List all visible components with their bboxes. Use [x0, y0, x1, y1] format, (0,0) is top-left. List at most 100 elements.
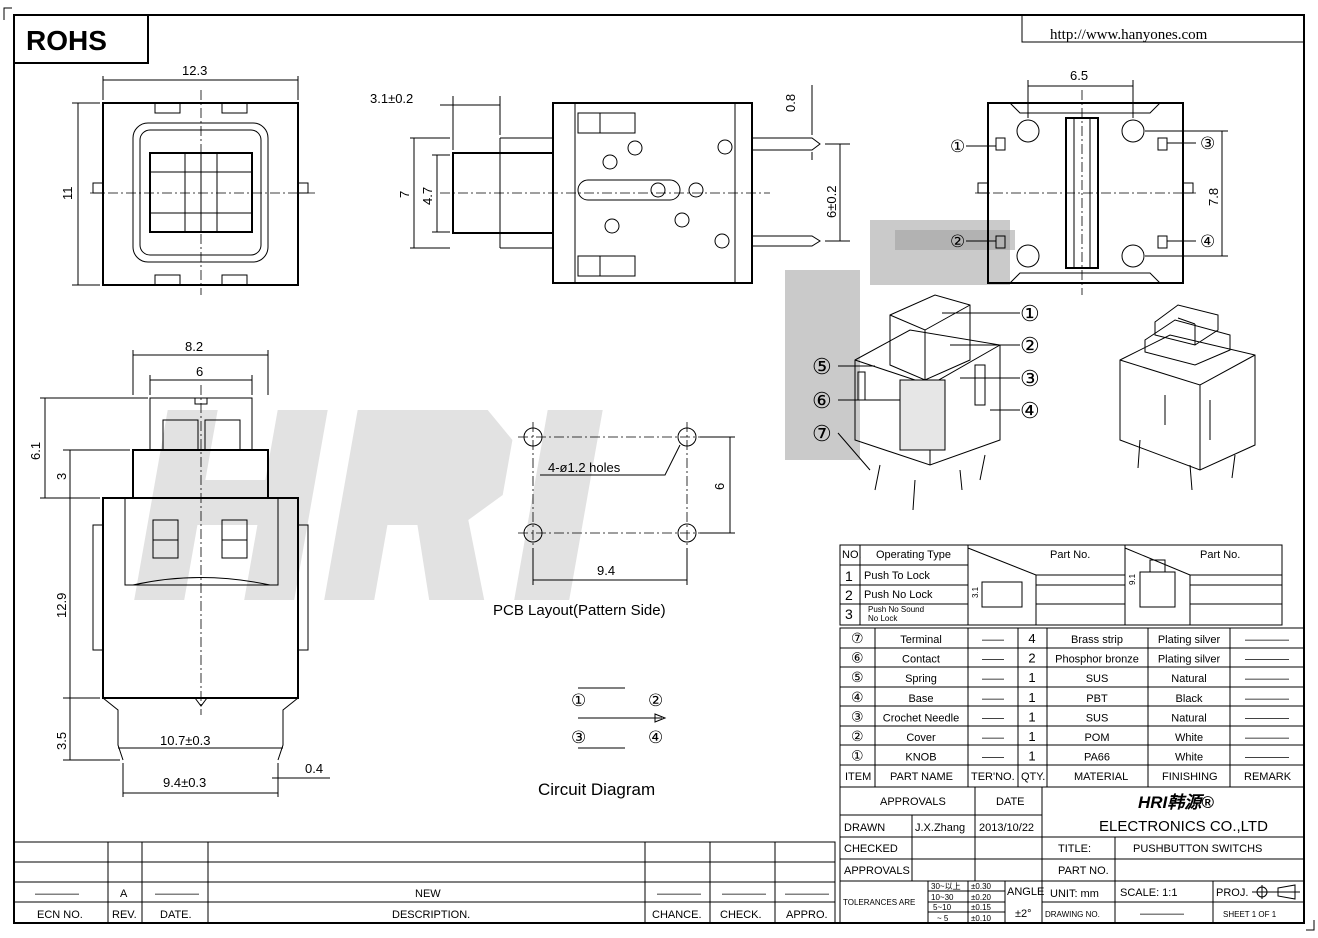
dim-6-1: 6.1	[28, 442, 43, 460]
bom-cell-material: POM	[1084, 732, 1109, 744]
bom-cell-name: Terminal	[900, 634, 942, 646]
rohs-label: ROHS	[26, 25, 107, 56]
date-header: DATE	[996, 796, 1025, 808]
bom-cell-remark: ————	[1245, 752, 1289, 764]
bom-cell-item: ④	[851, 689, 864, 705]
dim-8-2: 8.2	[185, 339, 203, 354]
bom-header: REMARK	[1244, 771, 1292, 783]
watermark-logo	[134, 220, 1015, 600]
side-view: 3.1±0.2 7 4.7 0.8 6±0.2	[370, 85, 850, 284]
rev-appro: ————	[785, 888, 829, 900]
dim-3: 3	[54, 473, 69, 480]
pcb-layout: 4-ø1.2 holes 6 9.4 PCB Layout(Pattern Si…	[493, 422, 735, 619]
circuit-pin-2: ②	[648, 691, 663, 710]
company-name: ELECTRONICS CO.,LTD	[1099, 818, 1268, 835]
angle-label: ANGLE	[1007, 886, 1044, 898]
callout-6: ⑥	[812, 388, 832, 413]
bom-cell-ter: ——	[982, 693, 1004, 705]
bom-cell-material: SUS	[1086, 712, 1109, 724]
dim-7: 7	[397, 191, 412, 198]
approvals-header: APPROVALS	[880, 796, 946, 808]
bom-cell-item: ②	[851, 728, 864, 744]
bom-cell-qty: 1	[1028, 690, 1035, 705]
dim-10-7: 10.7±0.3	[160, 733, 211, 748]
dim-pitch: 6±0.2	[824, 186, 839, 218]
dim-knob-protrusion: 3.1±0.2	[370, 91, 413, 106]
rev-header: DATE.	[160, 909, 192, 921]
bom-cell-item: ⑤	[851, 669, 864, 685]
callout-4: ④	[1020, 398, 1040, 423]
bom-header-row: ITEM PART NAME TER'NO. QTY. MATERIAL FIN…	[845, 771, 1292, 783]
rev-header: REV.	[112, 909, 137, 921]
op-header-part2: Part No.	[1200, 549, 1240, 561]
dim-width: 12.3	[182, 63, 207, 78]
callout-3: ③	[1020, 366, 1040, 391]
website-url[interactable]: http://www.hanyones.com	[1050, 27, 1208, 43]
bom-cell-name: Crochet Needle	[883, 712, 959, 724]
rev-header: ECN NO.	[37, 909, 83, 921]
op-row-type: Push No Sound	[868, 605, 924, 614]
drawn-by: J.X.Zhang	[915, 822, 965, 834]
tol-range: 30~以上	[931, 882, 961, 891]
bom-cell-material: Brass strip	[1071, 634, 1123, 646]
op-row-no: 1	[845, 568, 853, 584]
op-dim-9-1: 9.1	[1128, 573, 1137, 585]
dim-pin-width: 6.5	[1070, 68, 1088, 83]
rev-header: CHANCE.	[652, 909, 702, 921]
bom-cell-finishing: Natural	[1171, 712, 1206, 724]
bom-cell-remark: ————	[1245, 673, 1289, 685]
bom-cell-material: PBT	[1086, 693, 1108, 705]
tol-range: 10~30	[931, 893, 954, 902]
op-header-part1: Part No.	[1050, 549, 1090, 561]
callout-2: ②	[1020, 333, 1040, 358]
angle-value: ±2°	[1015, 908, 1032, 920]
pcb-dim-6: 6	[712, 483, 727, 490]
rev-letter: A	[120, 888, 128, 900]
bom-cell-item: ③	[851, 708, 864, 724]
bom-cell-remark: ————	[1245, 693, 1289, 705]
rev-header: CHECK.	[720, 909, 762, 921]
rev-date: ————	[155, 888, 199, 900]
tol-range: ~ 5	[937, 914, 949, 923]
circuit-pin-3: ③	[571, 728, 586, 747]
callout-1: ①	[1020, 301, 1040, 326]
approvals-label: APPROVALS	[844, 865, 910, 877]
dim-9-4: 9.4±0.3	[163, 775, 206, 790]
company-logo: HRI韩源®	[1138, 793, 1214, 812]
bom-cell-material: SUS	[1086, 673, 1109, 685]
bom-cell-remark: ————	[1245, 712, 1289, 724]
rev-header: APPRO.	[786, 909, 828, 921]
bom-cell-finishing: Natural	[1171, 673, 1206, 685]
tol-value: ±0.30	[971, 882, 992, 891]
title-label: TITLE:	[1058, 843, 1091, 855]
bom-cell-qty: 1	[1028, 729, 1035, 744]
unit-label: UNIT: mm	[1050, 888, 1099, 900]
scale-label: SCALE: 1:1	[1120, 887, 1177, 899]
bom-cell-name: KNOB	[905, 752, 936, 764]
bom-cell-remark: ————	[1245, 634, 1289, 646]
assembled-iso-view	[1119, 304, 1256, 491]
bom-cell-item: ⑥	[851, 650, 864, 666]
rev-change: ————	[657, 888, 701, 900]
bom-cell-finishing: White	[1175, 752, 1203, 764]
bom-cell-ter: ——	[982, 673, 1004, 685]
revision-block: ECN NO. REV. DATE. DESCRIPTION. CHANCE. …	[13, 841, 836, 924]
bom-cell-name: Cover	[906, 732, 936, 744]
pin-label-4: ④	[1200, 232, 1215, 251]
bom-cell-qty: 1	[1028, 709, 1035, 724]
op-row-type-line2: No Lock	[868, 614, 898, 623]
dim-6-knob: 6	[196, 364, 203, 379]
tol-range: 5~10	[933, 903, 952, 912]
bom-cell-name: Base	[908, 693, 933, 705]
circuit-pin-4: ④	[648, 728, 663, 747]
bom-header: QTY.	[1021, 771, 1045, 783]
rev-check: ————	[722, 888, 766, 900]
bom-cell-qty: 1	[1028, 749, 1035, 764]
bom-cell-name: Spring	[905, 673, 937, 685]
bom-cell-finishing: Plating silver	[1158, 654, 1221, 666]
exploded-view: ① ② ③ ④ ⑤ ⑥ ⑦	[812, 294, 1040, 511]
